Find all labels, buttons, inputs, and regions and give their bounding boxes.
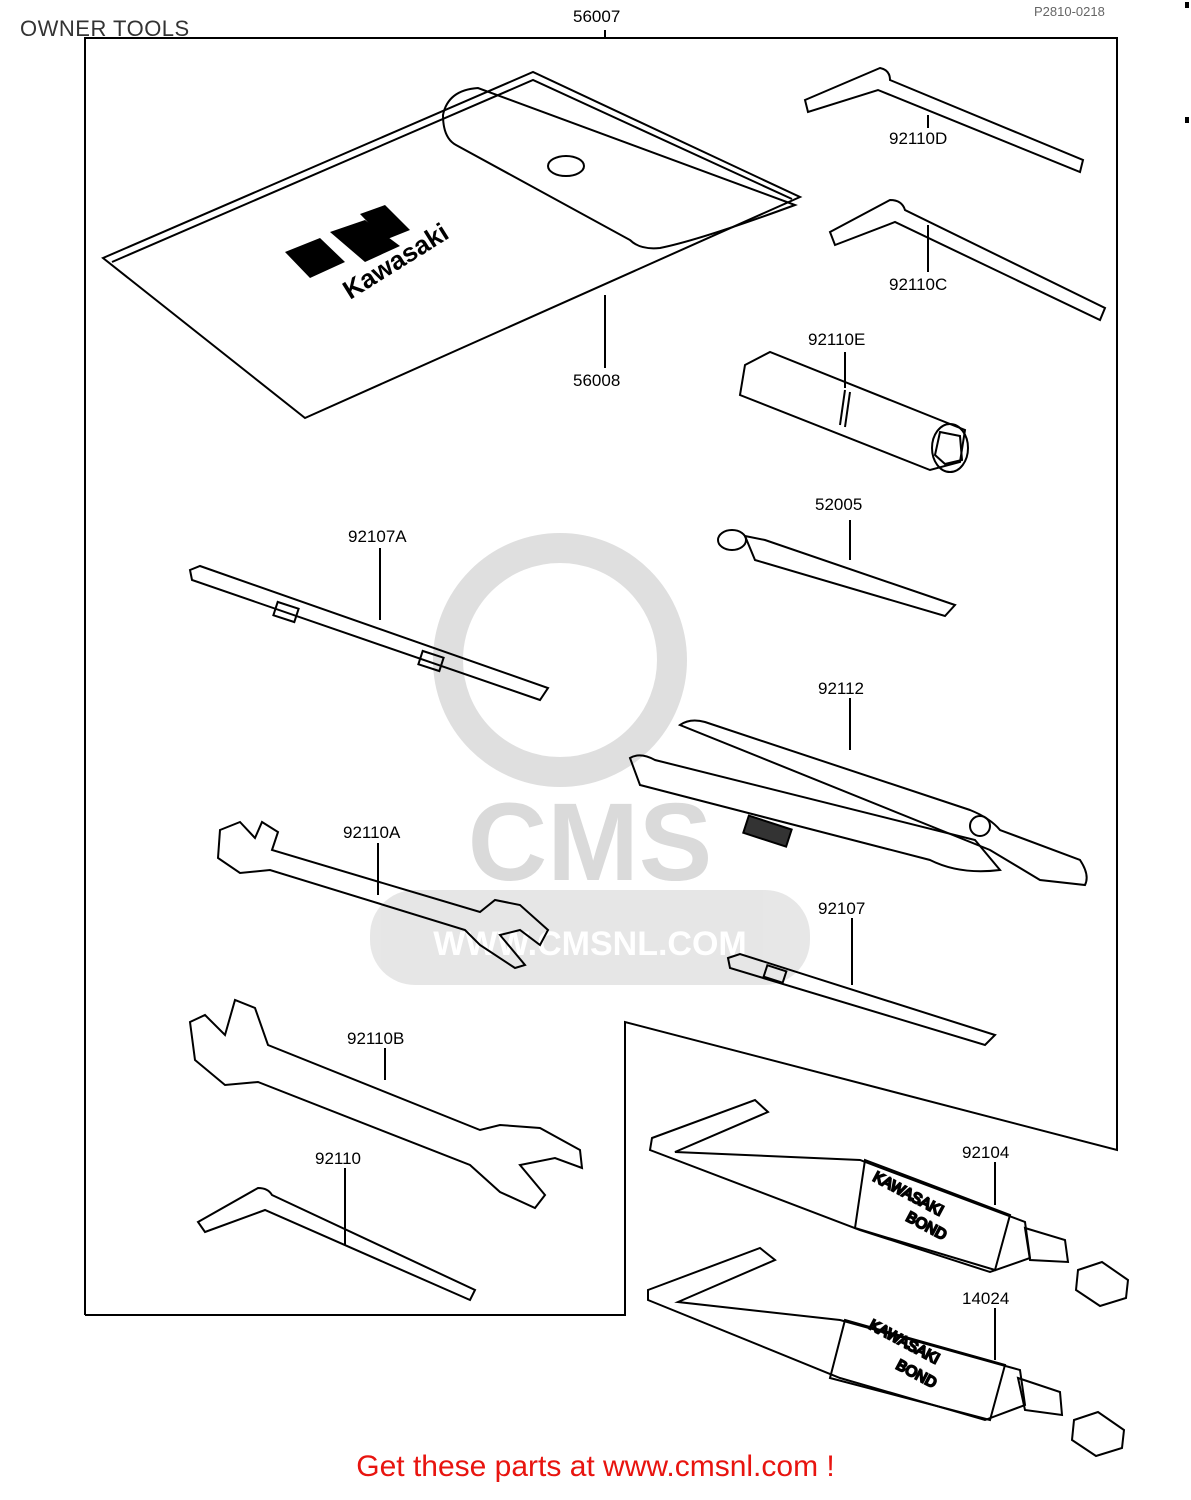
page-title: OWNER TOOLS [20,16,190,41]
part-label: 92110A [343,823,401,842]
screwdriver-double [188,564,550,702]
part-label: 92110C [889,275,947,294]
part-label: 92112 [818,679,864,698]
pliers [628,719,1088,887]
part-label: 56007 [573,7,620,26]
footer-link-text[interactable]: Get these parts at www.cmsnl.com ! [356,1450,835,1483]
spark-plug-wrench [738,350,969,473]
tube-label-line2: BOND [903,1209,949,1244]
part-label: 56008 [573,371,620,390]
part-label: 92107A [348,527,407,546]
edge-mark [1185,2,1189,8]
part-labels: 56007 56008 92110D 92110C 92110E 52005 9… [315,7,1009,1308]
kawasaki-logo: Kawasaki [285,205,454,305]
part-label: 52005 [815,495,862,514]
part-label: 14024 [962,1289,1009,1308]
part-label: 92110 [315,1149,361,1168]
part-label: 92104 [962,1143,1009,1162]
hex-wrench-d [803,66,1085,174]
leader-lines [344,115,996,1360]
part-label: 92110E [808,330,865,349]
watermark-url-text: WWW.CMSNL.COM [433,925,747,963]
kit-frame [84,30,1118,1316]
figure-reference-code: P2810-0218 [1034,4,1105,19]
watermark-logo-text: CMS [468,781,712,904]
part-label: 92107 [818,899,865,918]
open-end-wrench-a [216,820,550,970]
screwdriver [726,952,997,1047]
hex-wrench-c [828,198,1107,322]
bond-tube: KAWASAKI BOND [648,1098,1130,1308]
part-label: 92110D [889,129,947,148]
open-end-wrench-b [188,998,584,1210]
edge-mark [1185,117,1189,123]
bond-tube-2: KAWASAKI BOND [647,1246,1126,1458]
screwdriver-small [717,529,957,618]
part-label: 92110B [347,1029,404,1048]
tool-bag [101,70,803,420]
cms-watermark: CMS WWW.CMSNL.COM [370,533,810,985]
hex-wrench [196,1186,477,1302]
